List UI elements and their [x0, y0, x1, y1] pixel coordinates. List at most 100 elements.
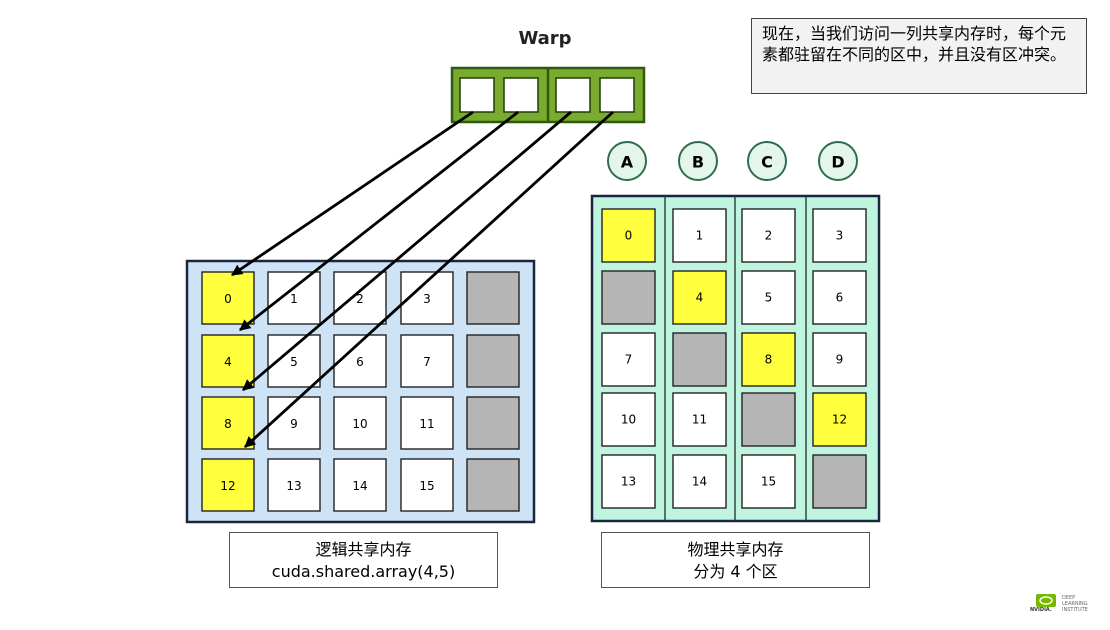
- logical-cell-value: 6: [356, 355, 364, 369]
- physical-cell-value: 15: [761, 475, 776, 489]
- warp-thread-2: [555, 77, 591, 113]
- physical-cell: [601, 392, 656, 447]
- nvidia-eye-icon: [1036, 594, 1056, 607]
- physical-cell: [741, 270, 796, 325]
- dli-text: DEEP LEARNING INSTITUTE: [1062, 595, 1088, 613]
- physical-cell-value: 11: [692, 413, 707, 427]
- physical-cell: [601, 332, 656, 387]
- physical-padding-cell: [741, 392, 796, 447]
- logical-cell-value: 14: [352, 479, 367, 493]
- physical-cell-value: 4: [696, 291, 704, 305]
- physical-cell-value: 10: [621, 413, 636, 427]
- physical-cell: [812, 208, 867, 263]
- warp-arrow-3: [244, 110, 614, 449]
- physical-cell: [741, 332, 796, 387]
- physical-cell-value: 1: [696, 229, 704, 243]
- physical-cell-value: 9: [836, 353, 844, 367]
- logical-cell-value: 13: [286, 479, 301, 493]
- physical-cell: [741, 208, 796, 263]
- logical-cell: [201, 271, 255, 325]
- logical-cell-value: 12: [220, 479, 235, 493]
- logical-cell-value: 7: [423, 355, 431, 369]
- logical-cell-value: 11: [419, 417, 434, 431]
- physical-cell-value: 12: [832, 413, 847, 427]
- warp-arrow-2: [242, 110, 572, 392]
- logical-cell-value: 5: [290, 355, 298, 369]
- physical-memory-caption: 物理共享内存 分为 4 个区: [601, 532, 870, 588]
- logical-cell: [333, 458, 387, 512]
- logical-cell: [267, 271, 321, 325]
- logical-memory-title: 逻辑共享内存: [315, 540, 412, 559]
- logical-cell-value: 0: [224, 292, 232, 306]
- logical-cell: [267, 396, 321, 450]
- physical-padding-cell: [812, 454, 867, 509]
- physical-cell: [672, 208, 727, 263]
- warp-thread-0: [459, 77, 495, 113]
- logical-cell: [333, 271, 387, 325]
- physical-cell-value: 8: [765, 353, 773, 367]
- dli-line-3: INSTITUTE: [1062, 607, 1088, 613]
- warp-thread-1: [503, 77, 539, 113]
- dli-line-1: DEEP: [1062, 595, 1076, 601]
- nvidia-dli-logo: NVIDIA. DEEP LEARNING INSTITUTE: [1030, 594, 1100, 618]
- logical-cell-value: 8: [224, 417, 232, 431]
- physical-cell-value: 0: [625, 229, 633, 243]
- physical-cell: [601, 454, 656, 509]
- bank-label-a: A: [621, 153, 634, 172]
- logical-padding-cell: [466, 396, 520, 450]
- bank-label-circle: [747, 141, 787, 181]
- physical-cell-value: 6: [836, 291, 844, 305]
- logical-cell: [400, 334, 454, 388]
- logical-cell-value: 4: [224, 355, 232, 369]
- physical-padding-cell: [672, 332, 727, 387]
- logical-padding-cell: [466, 458, 520, 512]
- logical-padding-cell: [466, 271, 520, 325]
- warp-arrow-1: [239, 110, 519, 332]
- warp-block: [450, 66, 646, 124]
- logical-memory-subtitle: cuda.shared.array(4,5): [271, 562, 456, 581]
- physical-cell: [812, 270, 867, 325]
- physical-memory-subtitle: 分为 4 个区: [693, 562, 778, 581]
- logical-cell-value: 1: [290, 292, 298, 306]
- logical-cell: [400, 396, 454, 450]
- physical-cell: [812, 392, 867, 447]
- physical-cell-value: 13: [621, 475, 636, 489]
- warp-to-memory-arrows: [231, 110, 614, 449]
- physical-cell: [672, 270, 727, 325]
- bank-label-d: D: [831, 153, 844, 172]
- logical-cell-value: 3: [423, 292, 431, 306]
- logical-cell: [201, 334, 255, 388]
- nvidia-wordmark: NVIDIA.: [1030, 607, 1052, 613]
- warp-arrow-0: [231, 110, 474, 277]
- warp-thread-3: [599, 77, 635, 113]
- logical-cell: [201, 458, 255, 512]
- logical-cell-value: 15: [419, 479, 434, 493]
- logical-cell: [400, 458, 454, 512]
- physical-cell-value: 3: [836, 229, 844, 243]
- bank-label-circle: [607, 141, 647, 181]
- explanation-note: 现在，当我们访问一列共享内存时，每个元素都驻留在不同的区中，并且没有区冲突。: [751, 18, 1087, 94]
- physical-cell: [672, 454, 727, 509]
- logical-cell-value: 2: [356, 292, 364, 306]
- physical-cell-value: 7: [625, 353, 633, 367]
- physical-cell: [601, 208, 656, 263]
- logical-memory-caption: 逻辑共享内存 cuda.shared.array(4,5): [229, 532, 498, 588]
- bank-label-b: B: [692, 153, 704, 172]
- physical-cell: [672, 392, 727, 447]
- physical-padding-cell: [601, 270, 656, 325]
- logical-cell-value: 10: [352, 417, 367, 431]
- logical-cell-value: 9: [290, 417, 298, 431]
- physical-cell-value: 14: [692, 475, 707, 489]
- warp-label: Warp: [518, 28, 572, 49]
- physical-cell-value: 5: [765, 291, 773, 305]
- physical-cell: [812, 332, 867, 387]
- logical-padding-cell: [466, 334, 520, 388]
- physical-memory-title: 物理共享内存: [687, 540, 784, 559]
- logical-cell: [267, 458, 321, 512]
- dli-line-2: LEARNING: [1062, 601, 1088, 607]
- bank-label-circle: [678, 141, 718, 181]
- logical-cell: [333, 396, 387, 450]
